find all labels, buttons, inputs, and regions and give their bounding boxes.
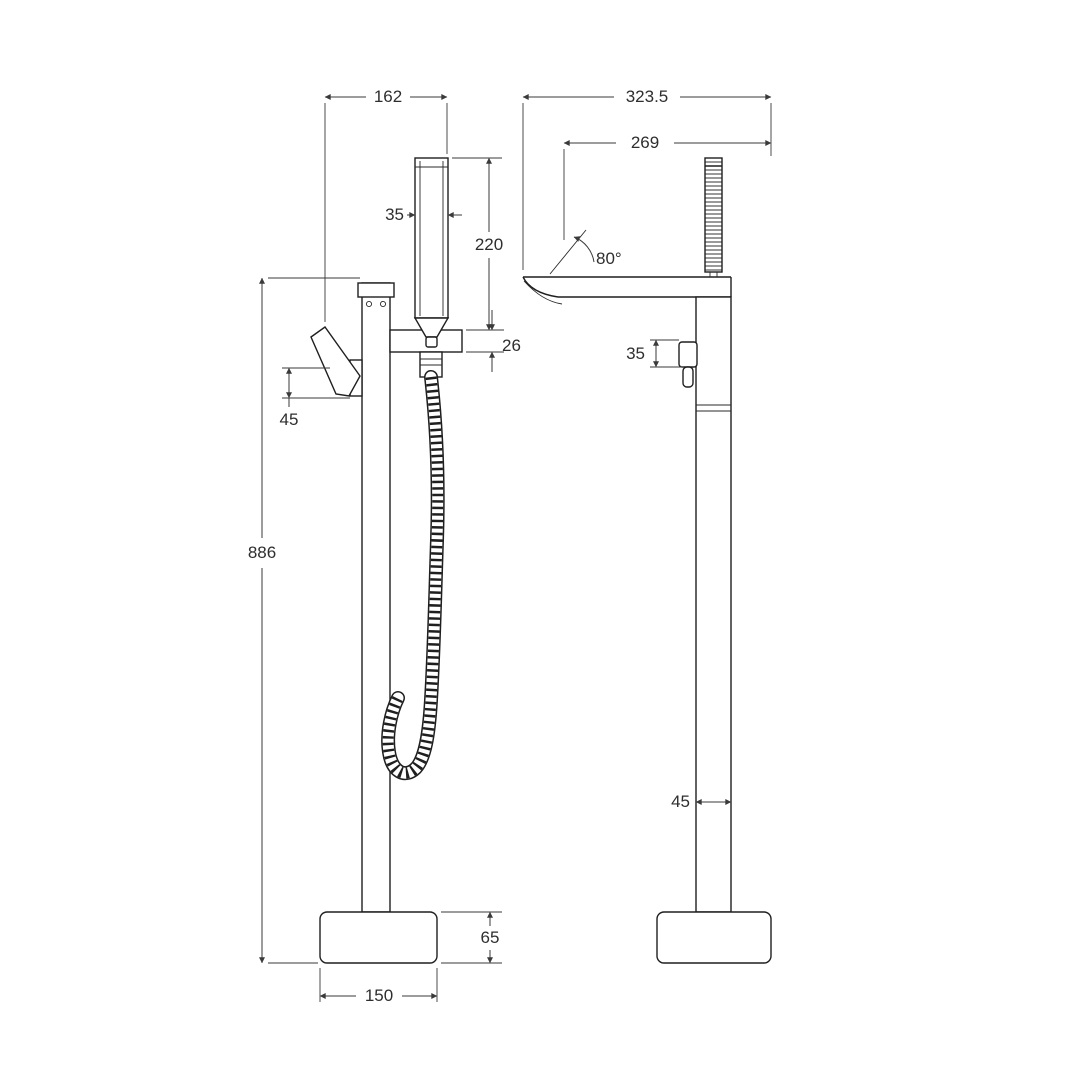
hose-fitting [419,351,443,378]
spout-lip-curve [523,280,563,305]
dim-bracket-height: 26 [466,310,521,372]
dim-base-height: 65 [441,911,502,964]
front-column [695,296,732,913]
front-hand-shower [704,157,723,277]
dim-front-handle-height: 35 [626,339,684,368]
dim-bracket-height-label: 26 [502,336,521,355]
dim-overall-width: 323.5 [522,87,772,270]
dim-column-width: 45 [671,792,732,811]
dim-depth-label: 162 [374,87,402,106]
dim-overall-width-label: 323.5 [626,87,669,106]
grub-screw-icon [365,300,373,308]
side-mixer-lever [310,326,363,397]
grub-screw-icon [379,300,387,308]
dim-base-width: 150 [319,968,438,1005]
front-base [656,911,772,964]
dim-handset-length-label: 220 [475,235,503,254]
dim-overall-height-label: 886 [248,543,276,562]
dim-spout-angle-label: 80° [596,249,622,268]
dim-lever-height-label: 45 [280,410,299,429]
dim-overall-height: 886 [248,277,360,964]
dim-handset-length: 220 [452,157,504,331]
front-mixer-handle [678,341,698,388]
dim-base-width-label: 150 [365,986,393,1005]
dim-lever-height: 45 [280,367,350,429]
shower-hose [381,370,445,781]
side-column [357,282,395,913]
dim-base-height-label: 65 [481,928,500,947]
dim-depth: 162 [324,87,448,322]
side-base [319,911,438,964]
dim-spout-angle: 80° [549,229,622,275]
dim-spout-reach-label: 269 [631,133,659,152]
dim-column-width-label: 45 [671,792,690,811]
dim-spout-reach: 269 [563,133,772,240]
front-view: 80° 323.5 [522,87,772,964]
side-view: 162 35 220 26 45 [248,87,521,1005]
dim-front-handle-height-label: 35 [626,344,645,363]
dim-handset-width-label: 35 [385,205,404,224]
side-hand-shower [413,157,450,348]
dim-handset-width: 35 [385,205,462,224]
